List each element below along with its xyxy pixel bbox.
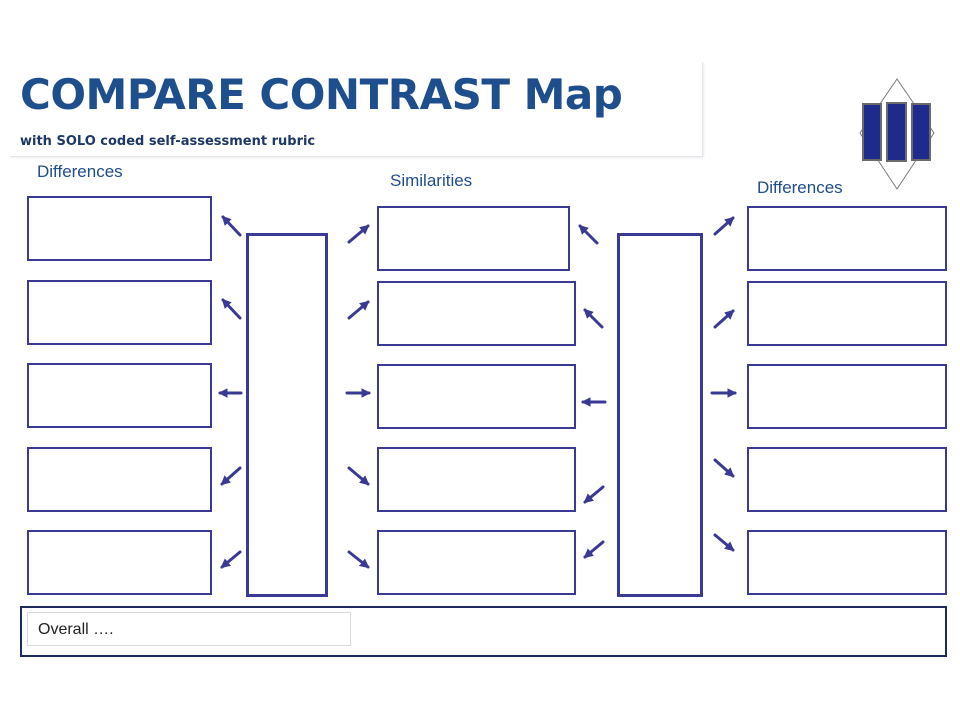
arrow-right-5 [713,533,735,552]
arrow-left-2 [221,298,242,320]
right-differences-label: Differences [757,178,843,197]
arrow-right-2 [713,309,735,329]
right-difference-box-1[interactable] [747,206,947,271]
arrow-mid-right-5 [583,540,605,559]
arrow-mid-left-5 [347,550,370,569]
right-difference-box-5[interactable] [747,530,947,595]
arrow-mid-right-2 [583,308,604,329]
similarity-box-5[interactable] [377,530,576,595]
arrow-mid-right-4 [583,485,605,504]
left-differences-label: Differences [37,162,123,181]
arrow-left-1 [221,215,242,237]
title-panel: COMPARE CONTRAST Map with SOLO coded sel… [10,62,703,157]
arrow-left-4 [220,466,242,486]
arrow-mid-left-2 [347,300,370,320]
left-difference-box-2[interactable] [27,280,212,345]
page-title: COMPARE CONTRAST Map [20,70,623,119]
page-subtitle: with SOLO coded self-assessment rubric [20,134,316,149]
arrow-mid-left-4 [347,466,370,486]
right-difference-box-3[interactable] [747,364,947,429]
right-difference-box-4[interactable] [747,447,947,512]
arrow-mid-right-1 [578,224,599,245]
similarity-box-4[interactable] [377,447,576,512]
solo-relational-icon [858,76,936,196]
item-b-column[interactable] [617,233,703,597]
similarities-label: Similarities [390,171,473,190]
left-difference-box-5[interactable] [27,530,212,595]
item-a-column[interactable] [246,233,328,597]
similarity-box-2[interactable] [377,281,576,346]
arrow-right-4 [713,458,735,478]
overall-label: Overall …. [38,621,114,638]
similarity-box-3[interactable] [377,364,576,429]
left-difference-box-4[interactable] [27,447,212,512]
overall-field[interactable]: Overall …. [27,612,351,646]
similarity-box-1[interactable] [377,206,570,271]
left-difference-box-3[interactable] [27,363,212,428]
arrow-mid-left-1 [347,224,370,244]
arrow-right-1 [713,216,735,236]
left-difference-box-1[interactable] [27,196,212,261]
right-difference-box-2[interactable] [747,281,947,346]
arrow-left-5 [220,550,242,569]
